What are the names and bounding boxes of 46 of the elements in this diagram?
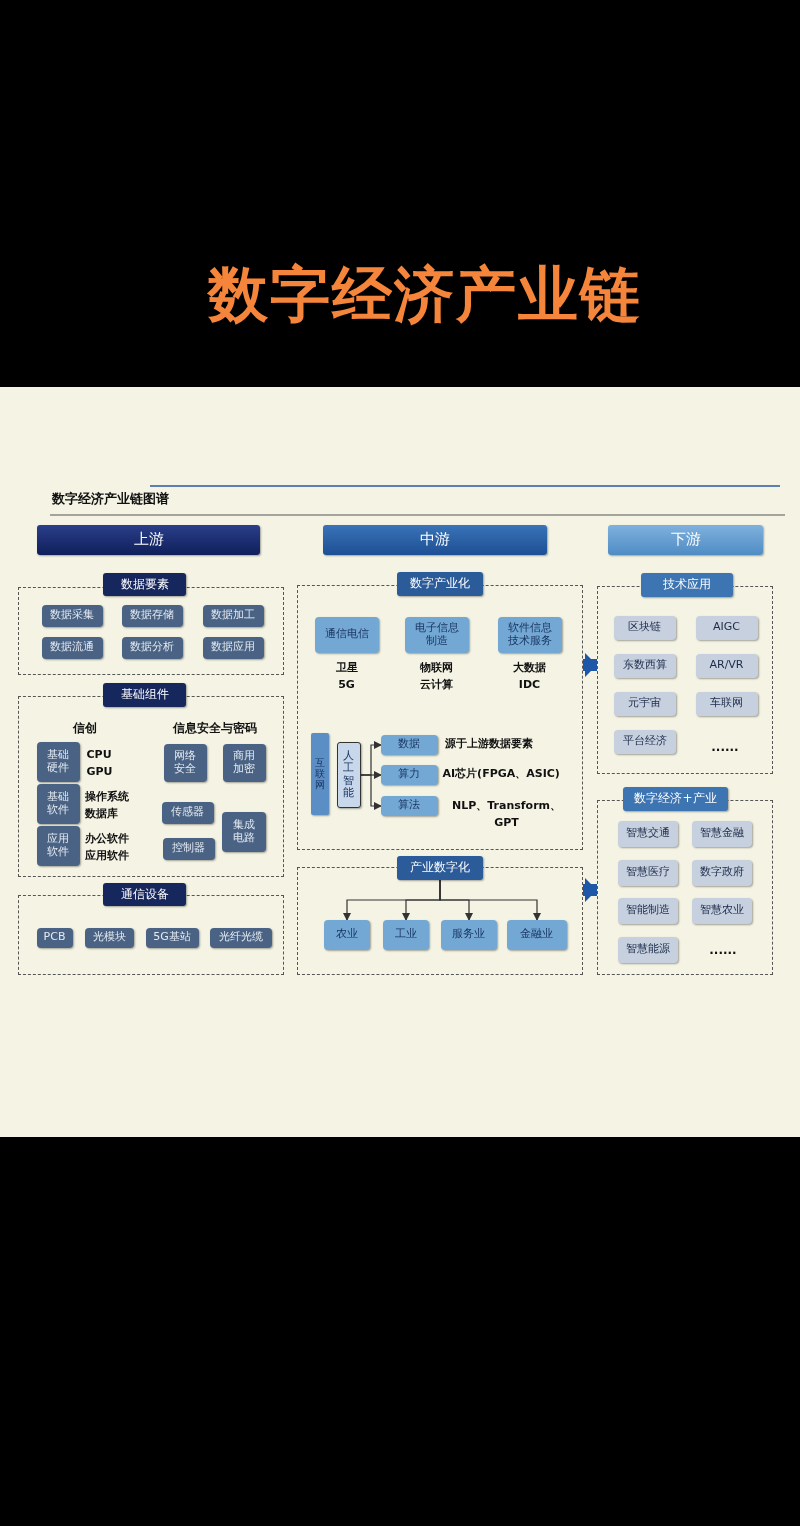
item-note: 源于上游数据要素 <box>444 735 534 752</box>
item-note: AI芯片(FPGA、ASIC) <box>442 765 561 782</box>
item-note: 卫星 <box>334 659 359 676</box>
item-box: 金融业 <box>506 919 567 950</box>
item-note: CPU <box>86 746 113 763</box>
column-heading: 信息安全与密码 <box>171 720 258 737</box>
item-note: 应用软件 <box>84 848 130 865</box>
item-note: 5G <box>337 677 356 694</box>
item-note: GPU <box>86 764 114 781</box>
section-badge: 数字经济+产业 <box>623 787 728 811</box>
item-box: 集成电路 <box>221 811 266 852</box>
stream-header: 上游 <box>37 525 260 555</box>
item-box: 应用软件 <box>36 825 80 866</box>
section-badge: 基础组件 <box>103 683 186 707</box>
connector-arrow <box>439 879 541 921</box>
section-badge: 数据要素 <box>103 573 186 596</box>
figure-subtitle: 数字经济产业链图谱 <box>52 490 170 508</box>
ellipsis-text: ...... <box>710 740 740 754</box>
item-box: 电子信息制造 <box>404 616 469 653</box>
item-note: NLP、Transform、GPT <box>451 797 562 832</box>
item-note: 物联网 <box>419 659 454 676</box>
item-box: 软件信息技术服务 <box>497 616 562 653</box>
item-note: 大数据 <box>512 659 547 676</box>
section-badge: 通信设备 <box>103 883 186 906</box>
block-arrow <box>583 878 597 902</box>
item-note: 办公软件 <box>84 830 130 847</box>
item-box: 商用加密 <box>222 743 266 782</box>
item-box: 服务业 <box>440 919 497 950</box>
item-box: 网络安全 <box>163 743 207 782</box>
item-note: 云计算 <box>419 677 454 694</box>
stream-header: 中游 <box>323 525 547 555</box>
item-note: IDC <box>517 677 542 694</box>
column-heading: 信创 <box>71 720 98 737</box>
stream-header: 下游 <box>608 525 763 555</box>
section-badge: 数字产业化 <box>397 572 483 596</box>
page-title: 数字经济产业链 <box>206 258 643 331</box>
block-arrow <box>583 653 597 677</box>
item-note: 数据库 <box>84 806 119 823</box>
item-box: 基础软件 <box>36 783 80 824</box>
connector-arrow <box>360 774 382 810</box>
section-badge: 技术应用 <box>641 573 733 597</box>
item-note: 操作系统 <box>84 788 130 805</box>
section-badge: 产业数字化 <box>397 856 483 880</box>
ellipsis-text: ...... <box>708 943 738 957</box>
item-box: 基础硬件 <box>36 741 80 782</box>
item-box: 通信电信 <box>314 616 379 653</box>
